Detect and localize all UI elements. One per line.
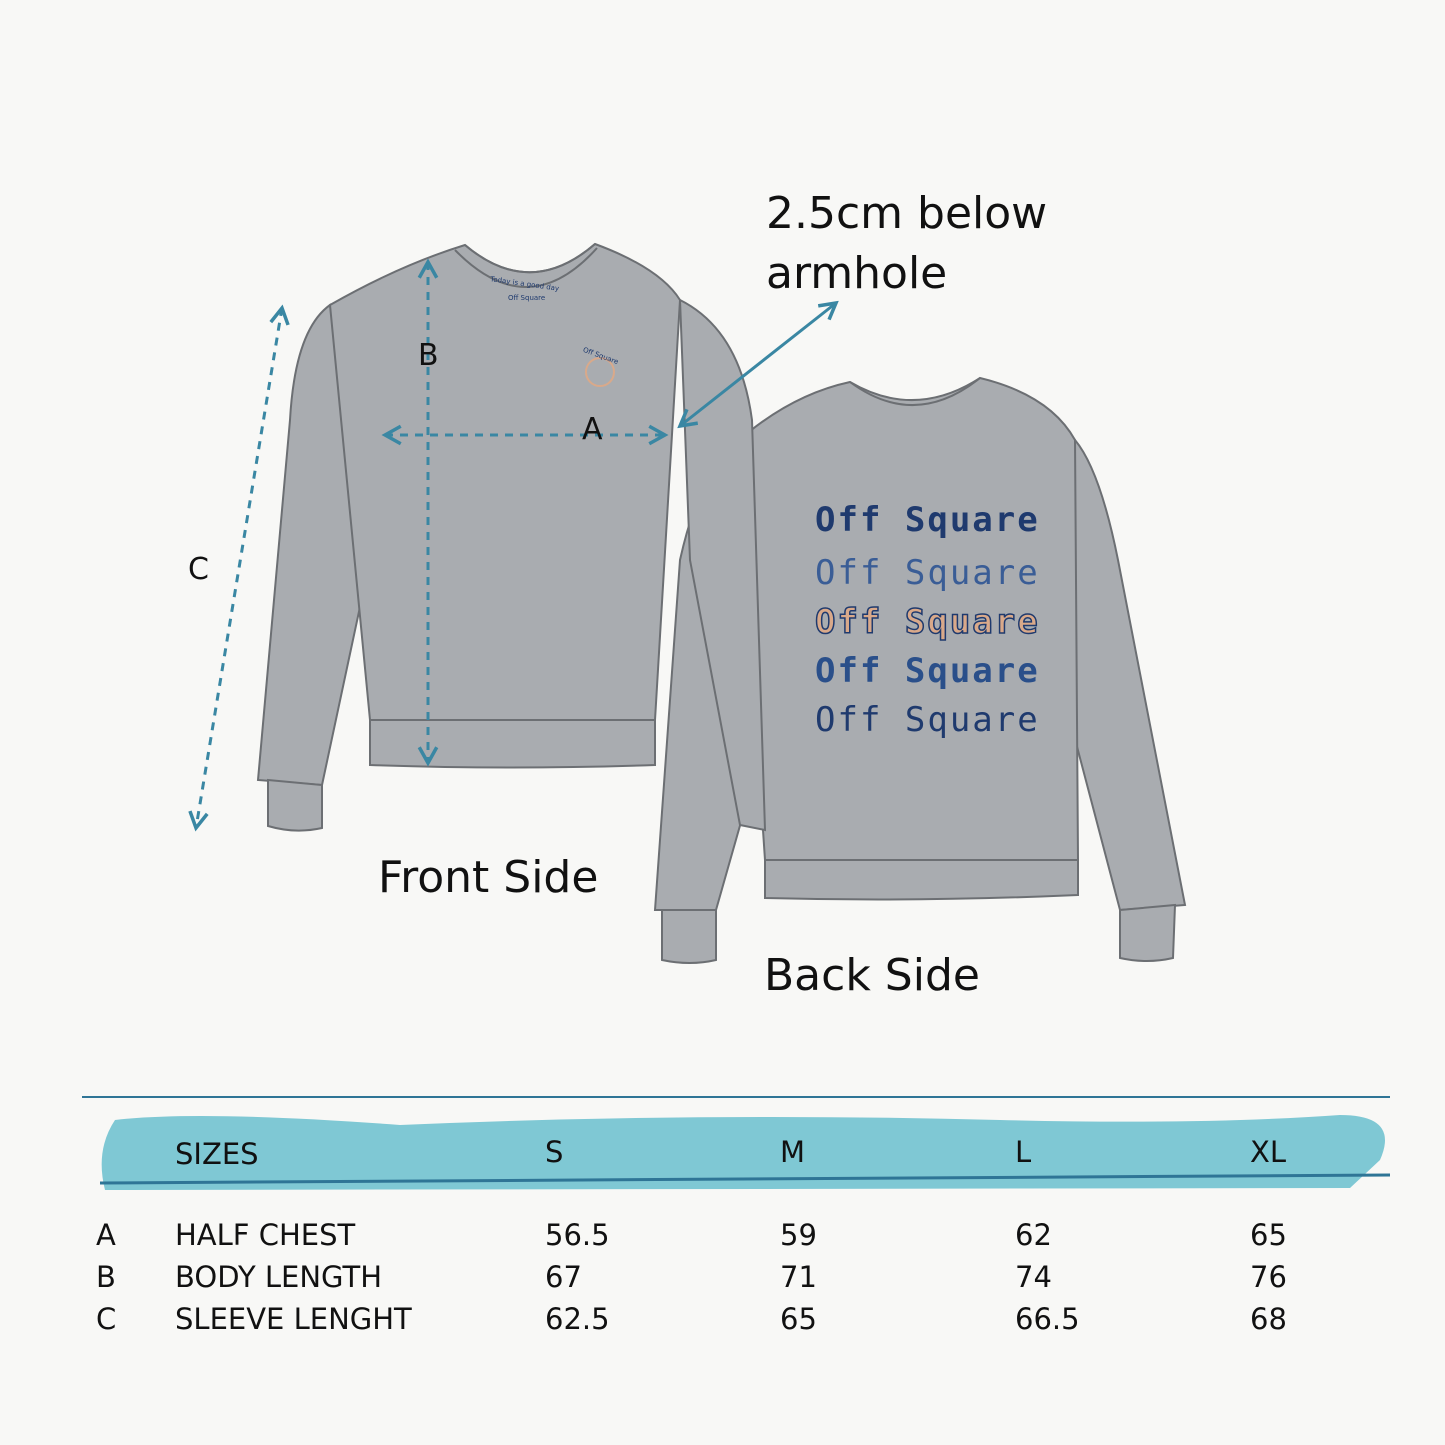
back-sweater bbox=[653, 376, 1187, 964]
back-print-line: Off Square bbox=[815, 553, 1040, 593]
header-sizes: SIZES bbox=[175, 1137, 259, 1171]
row-key: A bbox=[96, 1218, 116, 1252]
back-print-line: Off Square bbox=[815, 500, 1040, 540]
header-size-xl: XL bbox=[1250, 1135, 1287, 1169]
cell-m: 59 bbox=[780, 1218, 817, 1252]
back-side-label: Back Side bbox=[764, 950, 980, 1001]
cell-s: 62.5 bbox=[545, 1302, 610, 1336]
row-key: C bbox=[96, 1302, 117, 1336]
cell-xl: 68 bbox=[1250, 1302, 1287, 1336]
cell-s: 56.5 bbox=[545, 1218, 610, 1252]
row-label: HALF CHEST bbox=[175, 1218, 356, 1252]
arrow-armhole-note bbox=[680, 303, 836, 426]
cell-xl: 76 bbox=[1250, 1260, 1287, 1294]
header-size-l: L bbox=[1015, 1135, 1032, 1169]
back-print-line: Off Square bbox=[815, 651, 1040, 691]
cell-l: 66.5 bbox=[1015, 1302, 1080, 1336]
header-size-m: M bbox=[780, 1135, 806, 1169]
row-label: SLEEVE LENGHT bbox=[175, 1302, 412, 1336]
dimension-a-label: A bbox=[582, 412, 603, 447]
back-print-line: Off Square bbox=[814, 601, 1040, 643]
front-side-label: Front Side bbox=[378, 852, 599, 903]
row-label: BODY LENGTH bbox=[175, 1260, 383, 1294]
cell-l: 62 bbox=[1015, 1218, 1052, 1252]
armhole-note-line2: armhole bbox=[766, 248, 948, 299]
dimension-arrows bbox=[196, 262, 836, 828]
dimension-b-label: B bbox=[418, 338, 439, 373]
cell-m: 71 bbox=[780, 1260, 817, 1294]
chest-logo-ring bbox=[585, 357, 615, 387]
armhole-note: 2.5cm below armhole bbox=[766, 184, 1047, 304]
armhole-note-line1: 2.5cm below bbox=[766, 188, 1048, 239]
cell-xl: 65 bbox=[1250, 1218, 1287, 1252]
arrow-c bbox=[196, 308, 282, 828]
cell-l: 74 bbox=[1015, 1260, 1052, 1294]
row-key: B bbox=[96, 1260, 116, 1294]
neck-brand: Off Square bbox=[508, 294, 546, 302]
dimension-c-label: C bbox=[184, 552, 213, 587]
header-size-s: S bbox=[545, 1135, 564, 1169]
back-print-line: Off Square bbox=[815, 700, 1040, 740]
cell-m: 65 bbox=[780, 1302, 817, 1336]
cell-s: 67 bbox=[545, 1260, 582, 1294]
